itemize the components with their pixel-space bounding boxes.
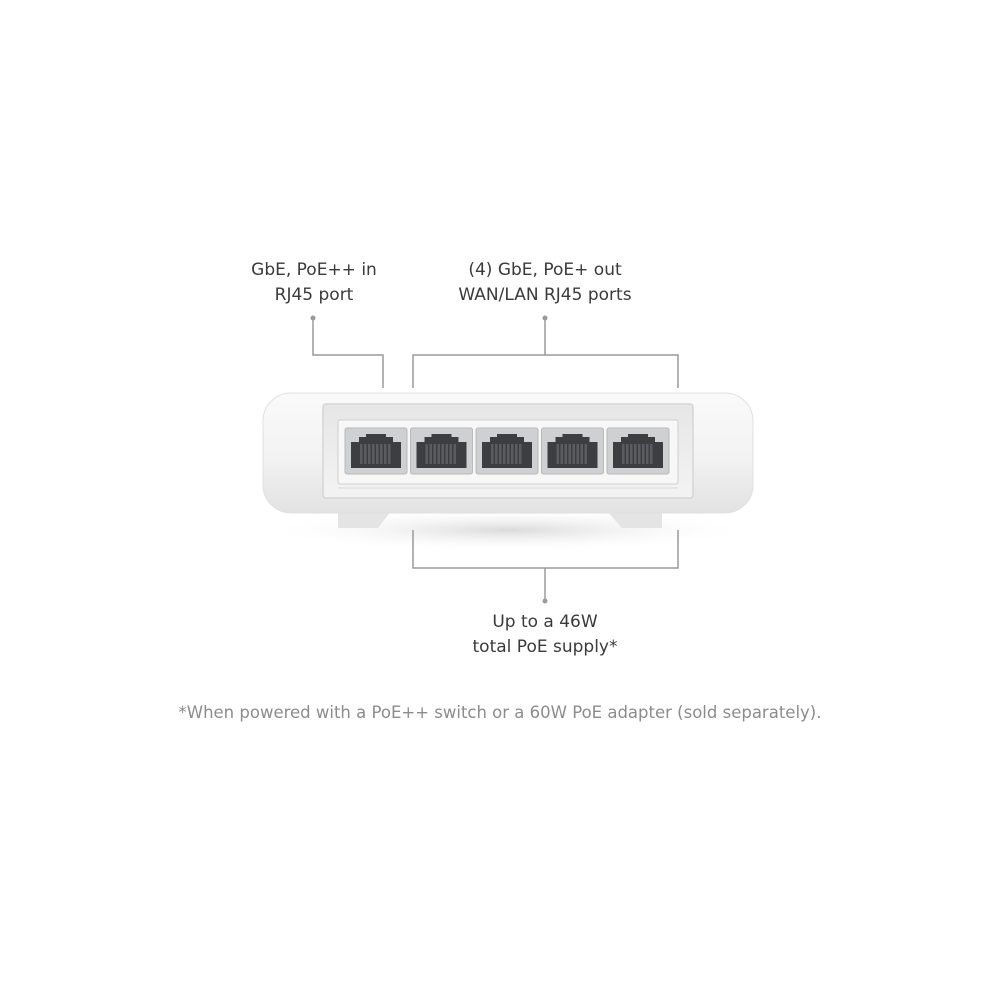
callout-supply-line2: total PoE supply* [472, 637, 618, 657]
callout-output-line1: (4) GbE, PoE+ out [468, 260, 622, 280]
callout-input-line2: RJ45 port [274, 285, 354, 305]
callout-dot-output [542, 315, 548, 321]
rj45-port-4 [541, 427, 604, 475]
callout-dot-supply [542, 598, 548, 604]
device-foot-right [606, 510, 662, 528]
rj45-ports [344, 427, 670, 475]
callout-line-input [312, 320, 384, 388]
device-foot-left [338, 510, 392, 528]
callout-label-output-ports: (4) GbE, PoE+ out WAN/LAN RJ45 ports [395, 258, 695, 308]
rj45-port-5 [606, 427, 670, 475]
footnote: *When powered with a PoE++ switch or a 6… [178, 703, 822, 722]
callout-label-input-port: GbE, PoE++ in RJ45 port [214, 258, 414, 308]
callout-output-line2: WAN/LAN RJ45 ports [458, 285, 632, 305]
callout-input-line1: GbE, PoE++ in [251, 260, 377, 280]
device-shadow [258, 508, 758, 552]
callout-dot-input [310, 315, 316, 321]
rj45-port-3 [475, 427, 539, 475]
callout-label-poe-supply: Up to a 46W total PoE supply* [395, 610, 695, 660]
callout-lines [312, 320, 679, 600]
callout-supply-line1: Up to a 46W [492, 612, 598, 632]
callout-line-output [412, 354, 679, 388]
rj45-port-2 [410, 427, 473, 475]
rj45-port-1 [344, 427, 408, 475]
